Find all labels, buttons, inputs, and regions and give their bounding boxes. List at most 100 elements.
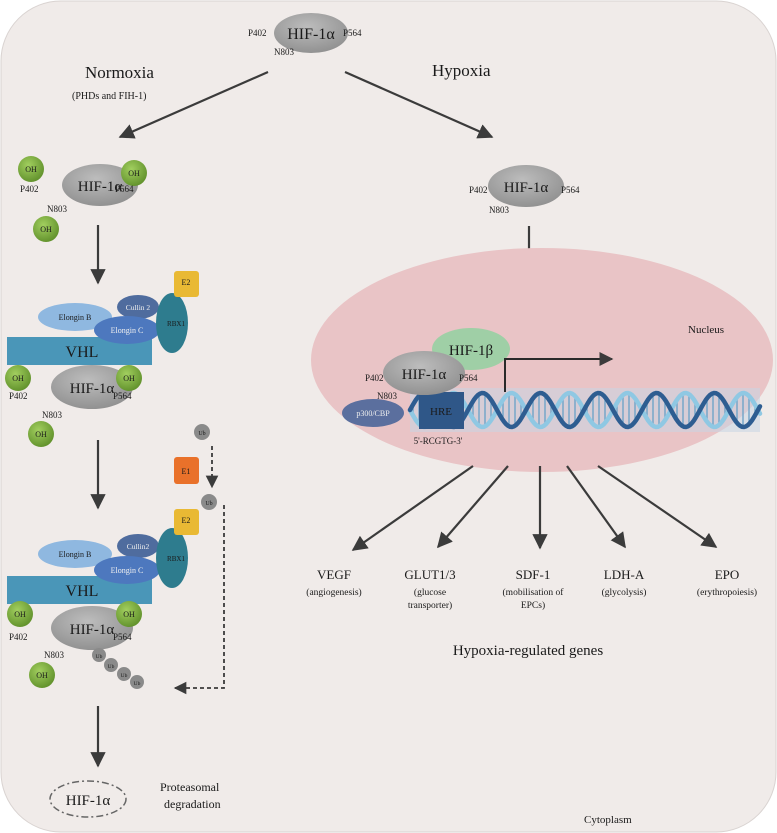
top-p402: P402 (248, 28, 267, 38)
ub-label: Ub (108, 664, 115, 670)
gene-epo: EPO (erythropoiesis) (697, 567, 757, 598)
ub-circle (194, 424, 210, 440)
hif-ellipse-2 (51, 365, 133, 409)
elongin-c-label: Elongin C (111, 566, 144, 575)
vhl-complex-1: Elongin B Cullin 2 VHL Elongin C RBX1 E2 (7, 271, 199, 365)
p564-label: P564 (113, 632, 132, 642)
transcription-start-arrow (504, 352, 614, 392)
oh-circle (28, 421, 54, 447)
p402-label: P402 (365, 373, 384, 383)
nucleus-label: Nucleus (688, 324, 724, 336)
ubiquitin-transfer-group: Ub E1 Ub (173, 424, 225, 695)
dna-helix (407, 388, 763, 432)
top-n803: N803 (274, 47, 294, 57)
ub-circle (104, 658, 118, 672)
nuclear-hif-group: HIF-1α P402 P564 N803 (365, 351, 478, 401)
hre-label: HRE (430, 406, 452, 418)
vhl-label: VHL (66, 344, 99, 361)
rbx1-shape (156, 293, 188, 353)
hypoxia-title: Hypoxia (432, 61, 491, 80)
n803-label: N803 (47, 204, 67, 214)
oh-label: OH (25, 165, 37, 174)
elongin-c-label: Elongin C (111, 326, 144, 335)
cullin-shape (117, 534, 159, 558)
hif-ellipse-5 (383, 351, 465, 395)
p300-shape (342, 399, 404, 427)
gene-description: (glucose (414, 587, 446, 598)
hif-label-2: HIF-1α (70, 381, 115, 397)
hif-label-5: HIF-1α (402, 367, 447, 383)
degraded-hif-label: HIF-1α (66, 793, 111, 809)
oh-circle (5, 365, 31, 391)
rbx1-label: RBX1 (167, 320, 185, 328)
elongin-c-shape (94, 556, 160, 584)
gene-name: LDH-A (604, 567, 645, 582)
hypoxia-genes-title: Hypoxia-regulated genes (453, 643, 604, 659)
hif-ellipse-1 (62, 164, 138, 206)
e2-box (174, 271, 199, 297)
cytoplasm-label: Cytoplasm (584, 814, 632, 826)
p564-label: P564 (561, 185, 580, 195)
hif-label-4: HIF-1α (504, 180, 549, 196)
oh-circle (33, 216, 59, 242)
gene-name: VEGF (317, 567, 351, 582)
ub-circle (130, 675, 144, 689)
proteasomal-label: Proteasomal (160, 780, 220, 794)
ub-circle (117, 667, 131, 681)
normoxia-title: Normoxia (85, 63, 154, 82)
hif-label-1: HIF-1α (78, 179, 123, 195)
p300-label: p300/CBP (356, 409, 390, 418)
hif-label-3: HIF-1α (70, 622, 115, 638)
vhl-label: VHL (66, 583, 99, 600)
oh-circle (121, 160, 147, 186)
cullin-shape (117, 295, 159, 319)
elongin-b-label: Elongin B (59, 550, 92, 559)
rbx1-label: RBX1 (167, 555, 185, 563)
ub-label: Ub (205, 501, 212, 507)
oh-label: OH (12, 374, 24, 383)
gene-description: (angiogenesis) (306, 587, 361, 598)
oh-circle (7, 601, 33, 627)
ub-return-dashed-arrow (173, 505, 225, 695)
gene-description: (glycolysis) (602, 587, 647, 598)
n803-label: N803 (42, 410, 62, 420)
top-hif-label: HIF-1α (287, 26, 335, 43)
oh-label: OH (123, 610, 135, 619)
arrow-ldha (566, 465, 626, 549)
gene-ldha: LDH-A (glycolysis) (602, 567, 647, 598)
hif-ellipse-3 (51, 606, 133, 650)
ub-label: Ub (198, 431, 205, 437)
arrow-glut (436, 465, 509, 549)
p402-label: P402 (9, 391, 28, 401)
gene-description: (erythropoiesis) (697, 587, 757, 598)
oh-circle (29, 662, 55, 688)
vhl-complex-2: Elongin B Cullin2 VHL Elongin C RBX1 E2 (7, 509, 199, 604)
oh-label: OH (35, 430, 47, 439)
n803-label: N803 (44, 650, 64, 660)
top-hif-group: HIF-1α P402 P564 N803 (248, 13, 362, 57)
e2-label: E2 (182, 516, 191, 525)
gene-name: EPO (715, 567, 740, 582)
degradation-label: degradation (164, 797, 221, 811)
ub-label: Ub (121, 673, 128, 679)
p564-label: P564 (115, 184, 134, 194)
arrow-epo (597, 465, 718, 548)
oh-label: OH (40, 225, 52, 234)
degraded-hif-group: HIF-1α Proteasomal degradation (49, 780, 221, 818)
gene-name: SDF-1 (516, 567, 551, 582)
stable-hif-group: HIF-1α P402 P564 N803 (469, 165, 580, 215)
n803-label: N803 (489, 205, 509, 215)
arrow-to-hypoxia (344, 70, 494, 139)
ub-label: Ub (96, 654, 103, 660)
oh-label: OH (128, 169, 140, 178)
gene-glut: GLUT1/3 (glucose transporter) (404, 567, 455, 611)
gene-name: GLUT1/3 (404, 567, 455, 582)
p564-label: P564 (113, 391, 132, 401)
p564-label: P564 (459, 373, 478, 383)
e1-box (174, 457, 199, 484)
oh-circle (18, 156, 44, 182)
p402-label: P402 (9, 632, 28, 642)
oh-circle (116, 365, 142, 391)
hydroxylated-hif-group: HIF-1α OH OH OH P402 P564 N803 (18, 156, 147, 242)
dna-strand-dark (407, 390, 763, 430)
